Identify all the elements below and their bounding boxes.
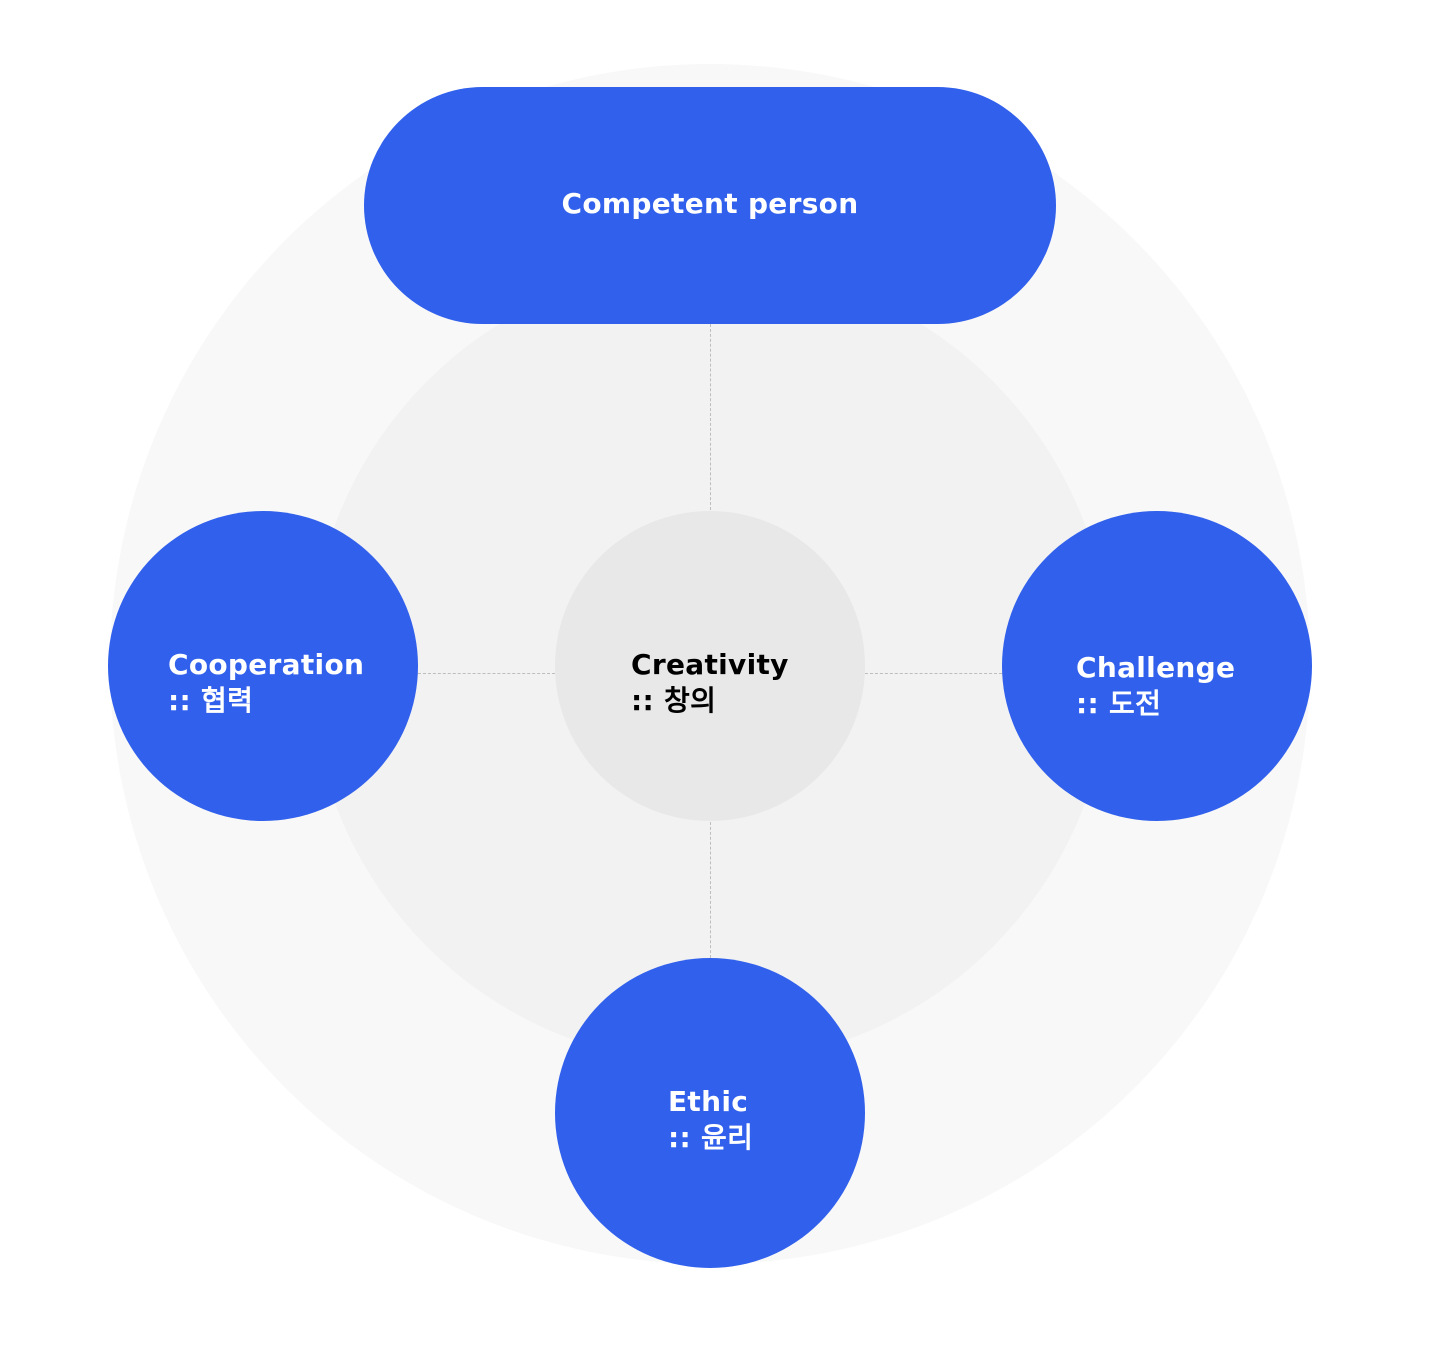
connector-right: [865, 673, 1002, 674]
cooperation-title: Cooperation: [168, 648, 365, 681]
ethic-node: Ethic :: 윤리: [555, 958, 865, 1268]
challenge-label: Challenge :: 도전: [1076, 650, 1235, 722]
ethic-label: Ethic :: 윤리: [668, 1084, 753, 1156]
connector-bottom: [710, 822, 711, 958]
competent-person-label: Competent person: [561, 187, 859, 220]
connector-top: [710, 324, 711, 510]
challenge-title: Challenge: [1076, 651, 1236, 684]
creativity-subtitle: :: 창의: [631, 684, 717, 717]
creativity-node: Creativity :: 창의: [555, 511, 865, 821]
creativity-title: Creativity: [631, 648, 789, 681]
competent-person-pill: Competent person: [364, 87, 1056, 324]
ethic-subtitle: :: 윤리: [668, 1121, 754, 1154]
challenge-subtitle: :: 도전: [1076, 687, 1162, 720]
cooperation-subtitle: :: 협력: [168, 684, 254, 717]
challenge-node: Challenge :: 도전: [1002, 511, 1312, 821]
ethic-title: Ethic: [668, 1085, 749, 1118]
creativity-label: Creativity :: 창의: [631, 647, 789, 719]
connector-left: [418, 673, 555, 674]
cooperation-node: Cooperation :: 협력: [108, 511, 418, 821]
cooperation-label: Cooperation :: 협력: [168, 647, 364, 719]
